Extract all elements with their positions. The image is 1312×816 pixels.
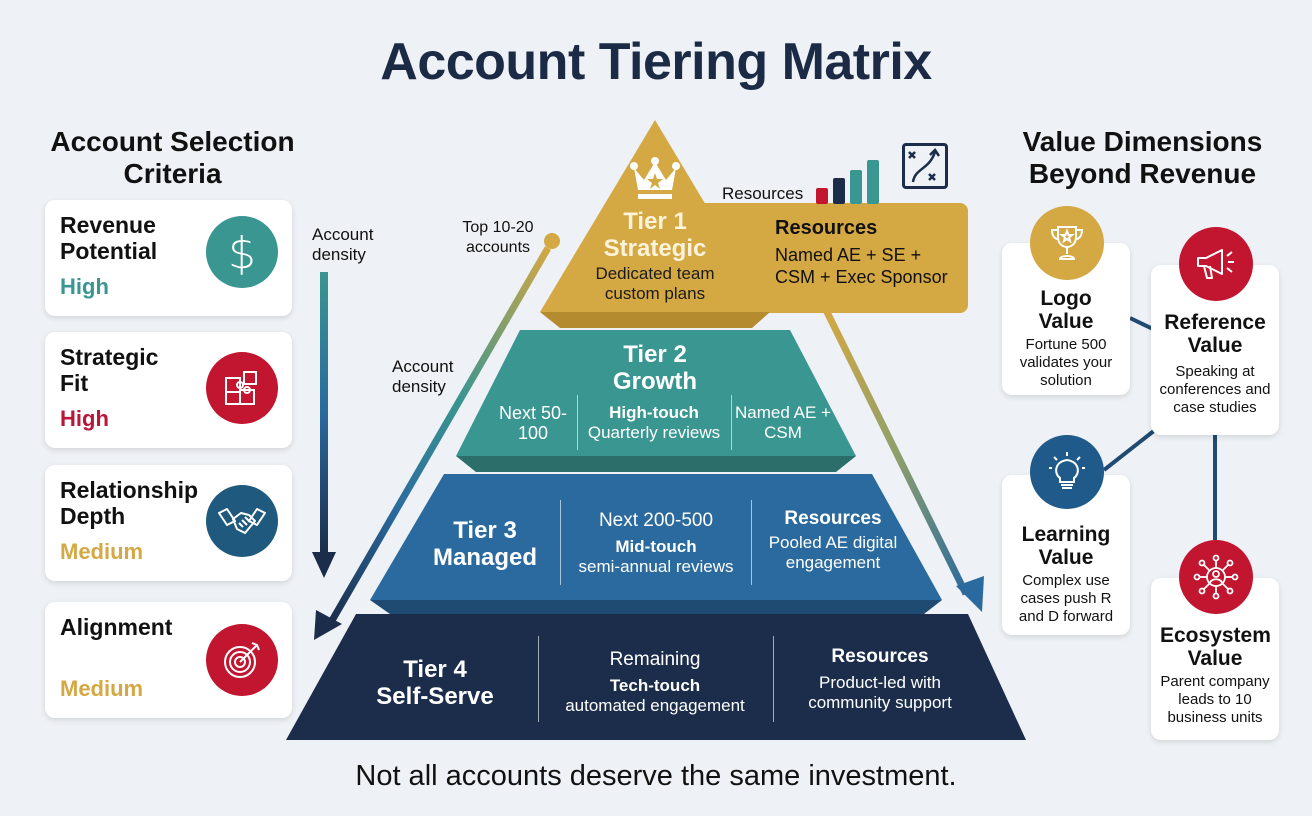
- tier2-shape: [456, 330, 856, 456]
- criteria-level: Medium: [60, 539, 144, 564]
- tier3-subtitle: Managed: [432, 544, 537, 571]
- criteria-name: Alignment: [60, 614, 173, 640]
- tier1-title: Tier 1: [623, 208, 687, 235]
- tier1-resources-panel: [690, 203, 968, 313]
- top-accounts-label: Top 10-20 accounts: [462, 219, 534, 256]
- criteria-card-revenue: Revenue Potential High $: [45, 200, 292, 316]
- target-icon: [206, 624, 278, 696]
- lightbulb-icon: [1030, 435, 1104, 509]
- value-connectors: [1102, 316, 1217, 540]
- tier4-count: Remaining: [609, 649, 701, 670]
- value-desc: Speaking at conferences and case studies: [1159, 363, 1271, 416]
- criteria-heading: Account Selection Criteria: [50, 126, 295, 189]
- tier2-touch: High-touch: [609, 403, 699, 422]
- criteria-name: Relationship Depth: [60, 477, 199, 529]
- criteria-card-strategic-fit: Strategic Fit High: [45, 332, 292, 448]
- value-card-ecosystem: Ecosystem Value Parent company leads to …: [1151, 578, 1279, 740]
- megaphone-icon: [1179, 227, 1253, 301]
- tier4-resources-value: Product-led with community support: [808, 673, 952, 712]
- tier1-resources-value: Named AE + SE + CSM + Exec Sponsor: [775, 245, 948, 287]
- tier3-cadence: semi-annual reviews: [578, 557, 734, 576]
- tier1-desc: Dedicated team custom plans: [595, 264, 715, 303]
- tier1-resources-label: Resources: [775, 217, 878, 239]
- density-label-mid: Account density: [392, 357, 454, 396]
- tier3-count: Next 200-500: [598, 510, 714, 531]
- criteria-card-alignment: Alignment Medium: [45, 602, 292, 718]
- value-name: Ecosystem Value: [1160, 624, 1271, 670]
- tier2-cadence: Quarterly reviews: [587, 423, 721, 442]
- tier2-divider-1: [577, 395, 578, 450]
- tier2-count: Next 50-100: [498, 403, 568, 443]
- page-title: Account Tiering Matrix: [380, 33, 932, 91]
- value-name: Learning Value: [1021, 523, 1111, 569]
- resource-bar-2: [833, 178, 846, 204]
- tier2-divider-2: [731, 395, 732, 450]
- tier3-shape: [370, 474, 942, 600]
- crown-icon: [630, 156, 680, 207]
- tier1-label: Tier 1 Strategic Dedicated team custom p…: [575, 208, 735, 304]
- resources-arrow-diagonal: [822, 308, 984, 612]
- tier1-shape: [540, 120, 770, 312]
- tier3-resources-value: Pooled AE digital engagement: [768, 533, 898, 572]
- tier3-resources-label: Resources: [784, 508, 882, 529]
- handshake-icon: [206, 485, 278, 557]
- tier4-cadence: automated engagement: [565, 696, 745, 715]
- tier3-divider-1: [560, 500, 561, 585]
- density-label-top: Account density: [312, 225, 374, 264]
- tagline: Not all accounts deserve the same invest…: [355, 760, 957, 792]
- criteria-level: High: [60, 274, 109, 299]
- svg-text:$: $: [228, 228, 256, 276]
- tier3-title: Tier 3: [453, 517, 517, 544]
- resource-bar-3: [850, 170, 863, 204]
- tier2-engagement: High-touch Quarterly reviews: [578, 403, 730, 443]
- tier4-resources: Resources Product-led with community sup…: [785, 647, 975, 713]
- tier3-resources: Resources Pooled AE digital engagement: [753, 509, 913, 573]
- tier3-engagement: Next 200-500 Mid-touch semi-annual revie…: [562, 511, 750, 577]
- tier4-shape: [286, 614, 1026, 740]
- criteria-level: High: [60, 406, 109, 431]
- value-desc: Fortune 500 validates your solution: [1019, 336, 1113, 389]
- tier4-touch: Tech-touch: [609, 676, 701, 695]
- value-desc: Parent company leads to 10 business unit…: [1160, 673, 1270, 726]
- tier1-resources: Resources Named AE + SE + CSM + Exec Spo…: [775, 217, 960, 288]
- tier4-title: Tier 4: [403, 656, 467, 683]
- tier4-engagement: Remaining Tech-touch automated engagemen…: [545, 650, 765, 716]
- tier4-divider-2: [773, 636, 774, 722]
- criteria-name: Strategic Fit: [60, 344, 159, 396]
- tier2-resources: Named AE + CSM: [735, 403, 831, 442]
- puzzle-icon: [206, 352, 278, 424]
- criteria-level: Medium: [60, 676, 144, 701]
- value-card-logo: Logo Value Fortune 500 validates your so…: [1002, 243, 1130, 395]
- tier3-divider-2: [751, 500, 752, 585]
- tier4-resources-label: Resources: [831, 646, 929, 667]
- value-heading: Value Dimensions Beyond Revenue: [1022, 126, 1263, 189]
- strategy-play-icon: [902, 143, 948, 189]
- value-desc: Complex use cases push R and D forward: [1018, 572, 1114, 625]
- resource-bar-4: [867, 160, 880, 204]
- tier3-label: Tier 3 Managed: [415, 517, 555, 571]
- resources-legend-label: Resources: [722, 184, 804, 203]
- density-arrow-vertical: [312, 272, 336, 578]
- tier4-label: Tier 4 Self-Serve: [360, 656, 510, 710]
- value-name: Reference Value: [1164, 311, 1266, 357]
- tier4-subtitle: Self-Serve: [376, 683, 494, 710]
- tier1-subtitle: Strategic: [603, 235, 707, 262]
- density-arrow-diagonal: [314, 233, 560, 640]
- criteria-card-relationship: Relationship Depth Medium: [45, 465, 292, 581]
- dollar-icon: $: [206, 216, 278, 288]
- tier3-touch: Mid-touch: [615, 537, 697, 556]
- tier2-subtitle: Growth: [613, 368, 697, 395]
- criteria-name: Revenue Potential: [60, 212, 158, 264]
- tier2-label: Tier 2 Growth: [570, 341, 740, 395]
- value-name: Logo Value: [1038, 287, 1094, 333]
- trophy-icon: [1030, 206, 1104, 280]
- network-icon: [1179, 540, 1253, 614]
- resources-legend: Resources: [722, 160, 880, 204]
- tier2-title: Tier 2: [623, 341, 687, 368]
- resource-bar-1: [816, 188, 829, 204]
- tier4-divider-1: [538, 636, 539, 722]
